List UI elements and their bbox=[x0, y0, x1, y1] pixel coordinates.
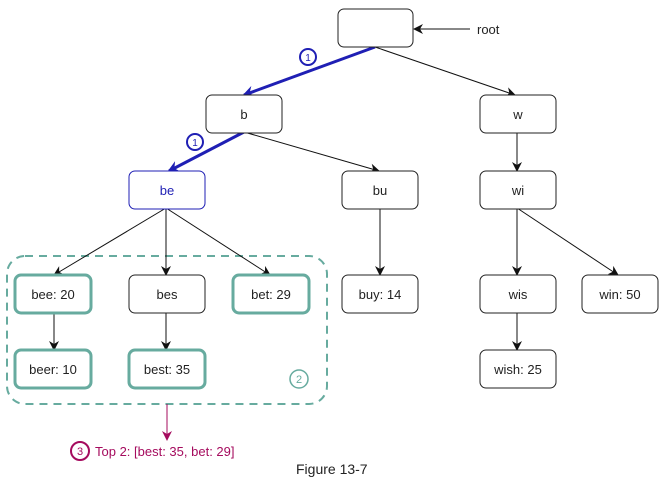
svg-text:buy: 14: buy: 14 bbox=[359, 287, 402, 302]
svg-text:be: be bbox=[160, 183, 174, 198]
svg-text:win: 50: win: 50 bbox=[598, 287, 640, 302]
node-wi[interactable]: wi bbox=[479, 170, 557, 210]
edge-b-bu bbox=[243, 131, 380, 174]
edge-b-be bbox=[167, 130, 245, 173]
svg-text:wi: wi bbox=[511, 183, 524, 198]
svg-text:w: w bbox=[512, 107, 523, 122]
node-w[interactable]: w bbox=[479, 94, 557, 134]
svg-text:bes: bes bbox=[157, 287, 178, 302]
node-bu[interactable]: bu bbox=[341, 170, 419, 210]
node-best[interactable]: best: 35 bbox=[127, 348, 207, 390]
edge-root-w bbox=[374, 46, 516, 97]
node-be[interactable]: be bbox=[128, 170, 206, 210]
node-bes[interactable]: bes bbox=[128, 274, 206, 314]
svg-text:1: 1 bbox=[192, 138, 198, 149]
node-wish[interactable]: wish: 25 bbox=[479, 349, 557, 389]
node-bee[interactable]: bee: 20 bbox=[13, 273, 93, 315]
node-buy[interactable]: buy: 14 bbox=[341, 274, 419, 314]
svg-text:best: 35: best: 35 bbox=[144, 362, 190, 377]
svg-text:wish: 25: wish: 25 bbox=[493, 362, 542, 377]
edge-be-bee bbox=[53, 207, 167, 276]
node-root[interactable] bbox=[337, 8, 414, 48]
svg-text:beer: 10: beer: 10 bbox=[29, 362, 77, 377]
root-label: root bbox=[477, 22, 500, 37]
step-2-marker: 2 bbox=[289, 369, 309, 389]
edge-wi-win bbox=[516, 207, 619, 276]
node-b[interactable]: b bbox=[205, 94, 283, 134]
svg-text:bee: 20: bee: 20 bbox=[31, 287, 74, 302]
result-text: Top 2: [best: 35, bet: 29] bbox=[95, 444, 234, 459]
step-1-marker-root-b: 1 bbox=[299, 48, 317, 66]
step-1-marker-b-be: 1 bbox=[186, 133, 204, 151]
svg-text:wis: wis bbox=[508, 287, 528, 302]
node-bet[interactable]: bet: 29 bbox=[231, 273, 311, 315]
svg-text:1: 1 bbox=[305, 53, 311, 64]
node-wis[interactable]: wis bbox=[479, 274, 557, 314]
svg-text:3: 3 bbox=[77, 446, 83, 458]
svg-text:bu: bu bbox=[373, 183, 387, 198]
svg-text:bet: 29: bet: 29 bbox=[251, 287, 291, 302]
step-3-marker: 3 bbox=[70, 441, 90, 461]
edge-be-bet bbox=[165, 207, 271, 276]
svg-text:2: 2 bbox=[296, 374, 302, 386]
node-beer[interactable]: beer: 10 bbox=[13, 348, 93, 390]
node-win[interactable]: win: 50 bbox=[581, 274, 659, 314]
figure-caption: Figure 13-7 bbox=[296, 461, 368, 477]
svg-text:b: b bbox=[240, 107, 247, 122]
edge-root-b bbox=[242, 45, 376, 98]
